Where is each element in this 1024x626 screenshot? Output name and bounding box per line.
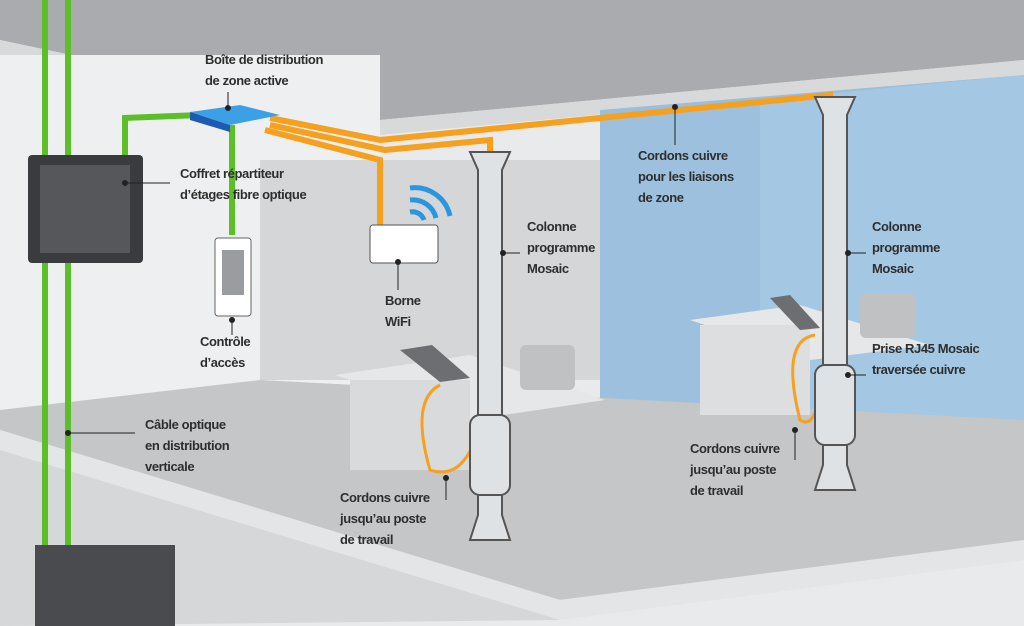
wifi-icon xyxy=(409,185,453,222)
label-line: Cordons cuivre xyxy=(638,148,728,163)
label-column-right: Colonne programme Mosaic xyxy=(872,216,940,279)
label-line: Boîte de distribution xyxy=(205,52,323,67)
label-line: programme xyxy=(872,240,940,255)
label-line: Contrôle xyxy=(200,334,251,349)
label-line: de zone active xyxy=(205,73,289,88)
label-line: d’accès xyxy=(200,355,245,370)
label-line: jusqu’au poste xyxy=(690,462,777,477)
label-line: traversée cuivre xyxy=(872,362,966,377)
laptop-right xyxy=(770,295,820,330)
mosaic-column-right xyxy=(813,96,857,491)
label-zone-copper: Cordons cuivre pour les liaisons de zone xyxy=(638,145,734,208)
label-line: verticale xyxy=(145,459,195,474)
mosaic-column-left xyxy=(468,151,512,541)
label-line: d’étages fibre optique xyxy=(180,187,307,202)
label-wifi: Borne WiFi xyxy=(385,290,421,332)
label-line: Mosaic xyxy=(872,261,914,276)
label-line: de travail xyxy=(340,532,394,547)
label-line: jusqu’au poste xyxy=(340,511,427,526)
laptop-left xyxy=(400,345,470,382)
label-line: Cordons cuivre xyxy=(340,490,430,505)
label-line: Câble optique xyxy=(145,417,226,432)
label-line: Coffret répartiteur xyxy=(180,166,284,181)
lower-cabinet xyxy=(35,545,175,626)
label-line: Cordons cuivre xyxy=(690,441,780,456)
label-line: en distribution xyxy=(145,438,230,453)
label-line: pour les liaisons xyxy=(638,169,734,184)
back-wall xyxy=(260,160,600,380)
label-line: programme xyxy=(527,240,595,255)
label-line: Prise RJ45 Mosaic xyxy=(872,341,980,356)
label-line: de travail xyxy=(690,483,744,498)
label-line: de zone xyxy=(638,190,684,205)
leader-lines xyxy=(65,92,866,500)
floor xyxy=(0,380,1024,600)
label-rj45: Prise RJ45 Mosaic traversée cuivre xyxy=(872,338,980,380)
label-line: Borne xyxy=(385,293,421,308)
label-line: Colonne xyxy=(527,219,577,234)
label-zone-distribution-box: Boîte de distribution de zone active xyxy=(205,49,323,91)
label-vertical-fiber: Câble optique en distribution verticale xyxy=(145,414,230,477)
zone-distribution-box xyxy=(190,105,280,125)
label-line: Mosaic xyxy=(527,261,569,276)
label-column-left: Colonne programme Mosaic xyxy=(527,216,595,279)
label-copper-workstation-left: Cordons cuivre jusqu’au poste de travail xyxy=(340,487,430,550)
wifi-access-point xyxy=(369,224,439,264)
label-copper-workstation-right: Cordons cuivre jusqu’au poste de travail xyxy=(690,438,780,501)
label-access-control: Contrôle d’accès xyxy=(200,331,251,373)
chair-right xyxy=(860,293,915,338)
label-line: Colonne xyxy=(872,219,922,234)
desk-left-front xyxy=(350,380,470,470)
label-line: WiFi xyxy=(385,314,411,329)
label-fiber-cabinet: Coffret répartiteur d’étages fibre optiq… xyxy=(180,163,307,205)
chair-left xyxy=(520,345,575,390)
